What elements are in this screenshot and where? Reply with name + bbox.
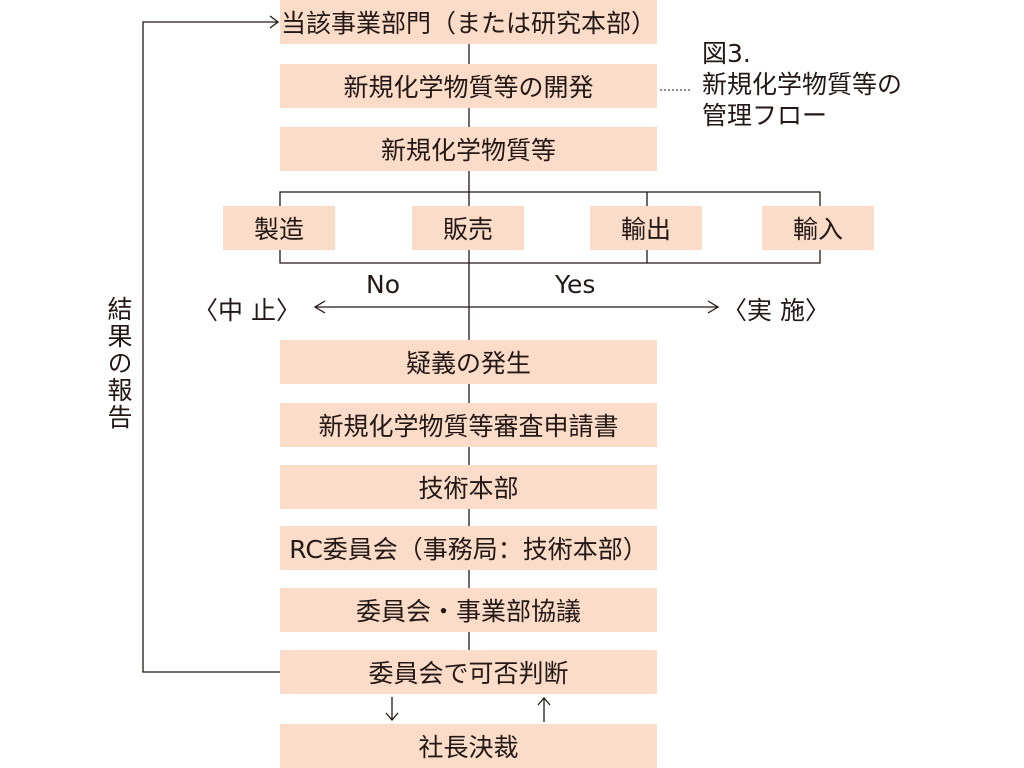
activity-import: 輸入 — [762, 206, 874, 250]
step-doubt: 疑義の発生 — [280, 340, 657, 384]
step-label: 新規化学物質等の開発 — [343, 73, 594, 102]
figure-title: 図3. 新規化学物質等の 管理フロー — [702, 38, 902, 131]
no-label: No — [366, 270, 400, 299]
step-application: 新規化学物質等審査申請書 — [280, 403, 657, 447]
step-department: 当該事業部門（または研究本部） — [280, 0, 657, 44]
step-label: 委員会で可否判断 — [368, 659, 569, 688]
step-label: 新規化学物質等 — [380, 136, 556, 165]
step-rc-committee: RC委員会（事務局：技術本部） — [280, 526, 657, 570]
step-judgment: 委員会で可否判断 — [280, 650, 657, 694]
stop-label: 〈中 止〉 — [193, 296, 301, 325]
figure-title-line1: 新規化学物質等の — [702, 70, 903, 99]
activity-label: 輸出 — [620, 215, 671, 244]
figure-number: 図3. — [702, 39, 751, 68]
step-label: 社長決裁 — [418, 733, 519, 762]
feedback-label: 結果の報告 — [104, 296, 133, 431]
activity-manufacture: 製造 — [223, 206, 335, 250]
step-new-chemical: 新規化学物質等 — [280, 127, 657, 171]
step-label: 委員会・事業部協議 — [355, 597, 581, 626]
activity-label: 製造 — [253, 215, 304, 244]
activity-sales: 販売 — [412, 206, 524, 250]
figure-title-line2: 管理フロー — [702, 101, 828, 130]
step-label: 当該事業部門（または研究本部） — [280, 9, 656, 38]
proceed-label: 〈実 施〉 — [722, 296, 830, 325]
step-president-approval: 社長決裁 — [280, 724, 657, 768]
activity-export: 輸出 — [590, 206, 702, 250]
activity-label: 輸入 — [792, 215, 843, 244]
step-label: 新規化学物質等審査申請書 — [318, 412, 619, 441]
step-consultation: 委員会・事業部協議 — [280, 588, 657, 632]
activity-label: 販売 — [442, 215, 493, 244]
step-label: 技術本部 — [418, 474, 519, 503]
step-label: 疑義の発生 — [405, 349, 531, 378]
step-tech-hq: 技術本部 — [280, 465, 657, 509]
step-development: 新規化学物質等の開発 — [280, 64, 657, 108]
step-label: RC委員会（事務局：技術本部） — [289, 535, 648, 564]
yes-label: Yes — [555, 270, 596, 299]
